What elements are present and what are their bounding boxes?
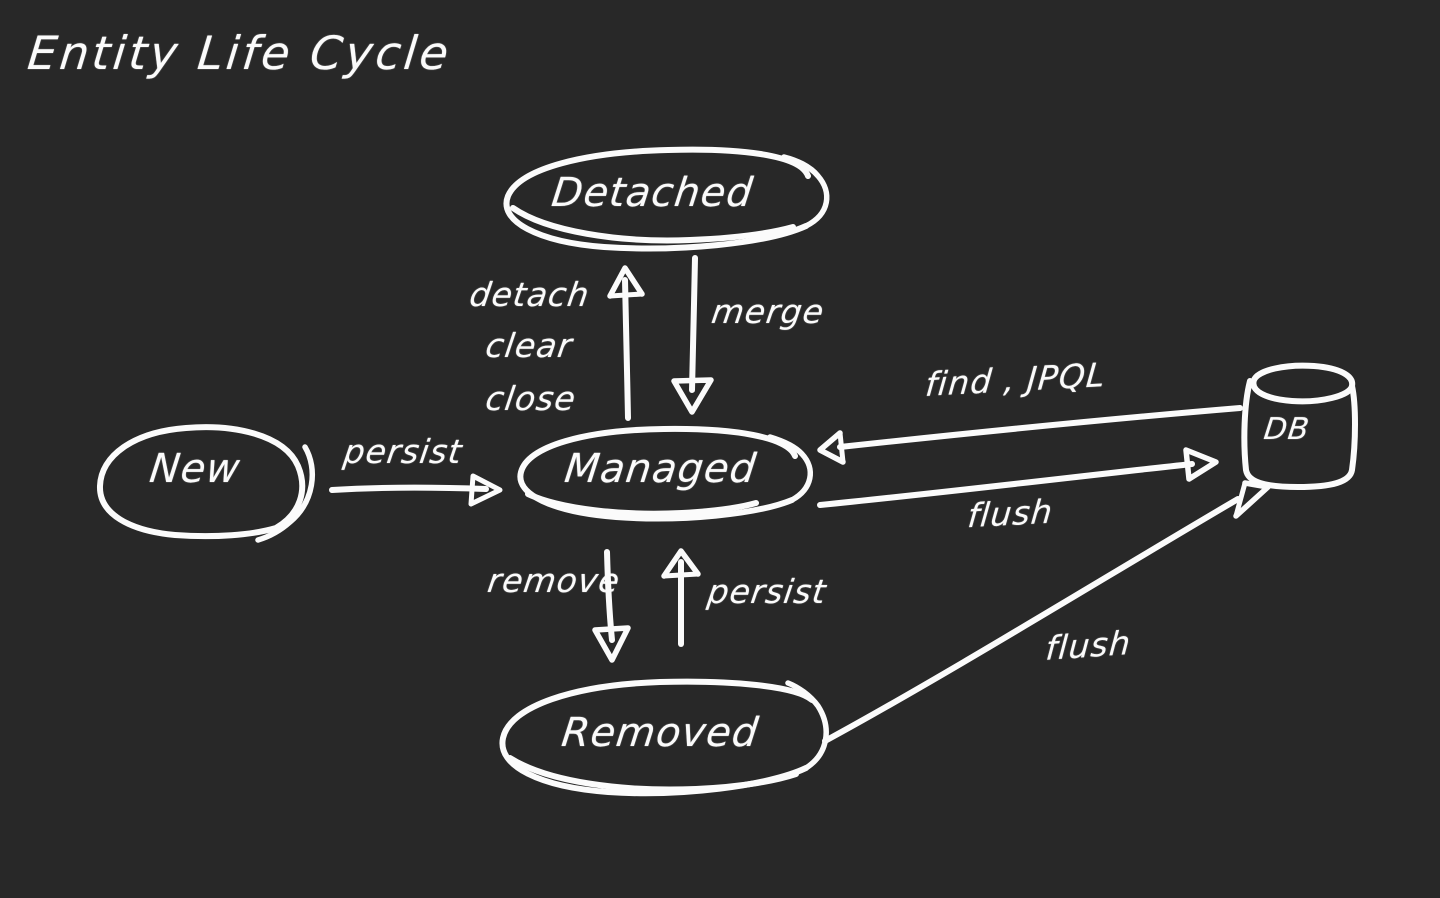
node-shape-removed [499,678,829,797]
node-label-detached[interactable]: Detached [549,170,756,216]
node-label-db[interactable]: DB [1261,412,1312,447]
edge-removed-to-managed [661,548,701,647]
edge-label-clear: clear [483,326,576,365]
edge-label-merge: merge [709,292,828,331]
edge-label-flush-managed-to-db: flush [966,491,1055,536]
edge-managed-to-db [817,447,1219,508]
edge-new-to-managed [329,473,503,507]
node-label-removed[interactable]: Removed [559,710,762,756]
node-shape-detached [503,146,830,252]
edge-label-flush-removed-to-db: flush [1044,623,1133,668]
edge-label-persist-new-to-managed: persist [341,432,466,471]
edge-label-detach: detach [467,275,593,314]
edge-label-close: close [483,379,579,418]
node-label-new[interactable]: New [147,446,244,492]
edge-removed-to-db [822,480,1271,744]
edge-managed-to-removed [592,549,631,663]
node-shape-managed [517,425,814,522]
edge-db-to-managed [817,405,1243,465]
edge-managed-to-detached [607,265,645,421]
node-shape-new [96,424,315,543]
node-label-managed[interactable]: Managed [562,446,760,492]
edge-label-persist-removed-to-managed: persist [705,572,830,611]
node-shape-db [1241,362,1358,490]
edge-detached-to-managed [671,255,714,415]
page-title: Entity Life Cycle [25,26,454,80]
edge-label-remove: remove [485,561,623,600]
